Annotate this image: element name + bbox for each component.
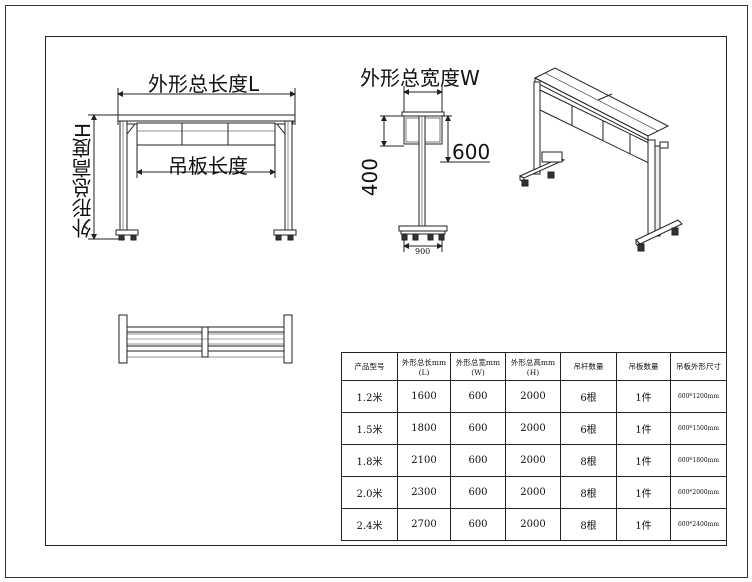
table-cell: 600: [450, 412, 506, 445]
header-cell: 产品型号: [341, 352, 398, 381]
side-view: [380, 86, 490, 252]
table-cell: 2100: [397, 444, 451, 477]
table-cell: 600*1800mm: [670, 444, 727, 477]
table-cell: 8根: [560, 508, 617, 541]
table-cell: 6根: [560, 412, 617, 445]
table-cell: 1600: [397, 380, 451, 413]
table-cell: 600*1200mm: [670, 380, 727, 413]
overall-width-label: 外形总宽度W: [360, 66, 480, 90]
table-cell: 6根: [560, 380, 617, 413]
outer-frame: [5, 5, 748, 578]
inner-frame: [45, 36, 727, 546]
table-cell: 1件: [616, 444, 671, 477]
table-cell: 1件: [616, 476, 671, 509]
table-row: 1.2米 1600 600 2000 6根 1件 600*1200mm: [341, 380, 727, 413]
header-cell: 吊板外形尺寸: [670, 352, 727, 381]
dim-400-label: 400: [358, 158, 382, 197]
table-cell: 600*2000mm: [670, 476, 727, 509]
isometric-view: [518, 67, 683, 252]
header-cell: 吊杆数量: [560, 352, 617, 381]
overall-height-label: 外形总高度H: [71, 122, 95, 238]
table-cell: 2000: [505, 412, 561, 445]
spec-table: 产品型号 外形总长mm (L) 外形总宽mm (W) 外形总高mm (H) 吊杆…: [341, 352, 727, 541]
table-cell: 1件: [616, 380, 671, 413]
top-view: [118, 314, 293, 364]
table-cell: 2.4米: [341, 508, 398, 541]
table-cell: 600: [450, 508, 506, 541]
table-cell: 2700: [397, 508, 451, 541]
header-cell: 外形总长mm (L): [397, 352, 451, 381]
table-cell: 600*2400mm: [670, 508, 727, 541]
table-cell: 8根: [560, 444, 617, 477]
header-cell: 外形总高mm (H): [505, 352, 561, 381]
table-row: 1.5米 1800 600 2000 6根 1件 600*1500mm: [341, 412, 727, 445]
front-view: [88, 88, 297, 241]
table-cell: 1800: [397, 412, 451, 445]
table-cell: 600: [450, 380, 506, 413]
table-cell: 1.5米: [341, 412, 398, 445]
table-cell: 8根: [560, 476, 617, 509]
table-cell: 600: [450, 444, 506, 477]
dim-900-label: 900: [415, 247, 431, 256]
table-cell: 600*1500mm: [670, 412, 727, 445]
table-cell: 2000: [505, 508, 561, 541]
dim-600-label: 600: [452, 140, 491, 164]
table-cell: 600: [450, 476, 506, 509]
table-cell: 2000: [505, 380, 561, 413]
table-cell: 1件: [616, 508, 671, 541]
table-row: 1.8米 2100 600 2000 8根 1件 600*1800mm: [341, 444, 727, 477]
table-cell: 1.8米: [341, 444, 398, 477]
table-cell: 2000: [505, 444, 561, 477]
table-cell: 2300: [397, 476, 451, 509]
table-cell: 1.2米: [341, 380, 398, 413]
table-cell: 1件: [616, 412, 671, 445]
table-header-row: 产品型号 外形总长mm (L) 外形总宽mm (W) 外形总高mm (H) 吊杆…: [341, 352, 727, 381]
table-row: 2.4米 2700 600 2000 8根 1件 600*2400mm: [341, 508, 727, 541]
header-cell: 外形总宽mm (W): [450, 352, 506, 381]
overall-length-label: 外形总长度L: [148, 72, 260, 96]
table-cell: 2.0米: [341, 476, 398, 509]
board-length-label: 吊板长度: [168, 154, 248, 178]
table-cell: 2000: [505, 476, 561, 509]
header-cell: 吊板数量: [616, 352, 671, 381]
table-row: 2.0米 2300 600 2000 8根 1件 600*2000mm: [341, 476, 727, 509]
